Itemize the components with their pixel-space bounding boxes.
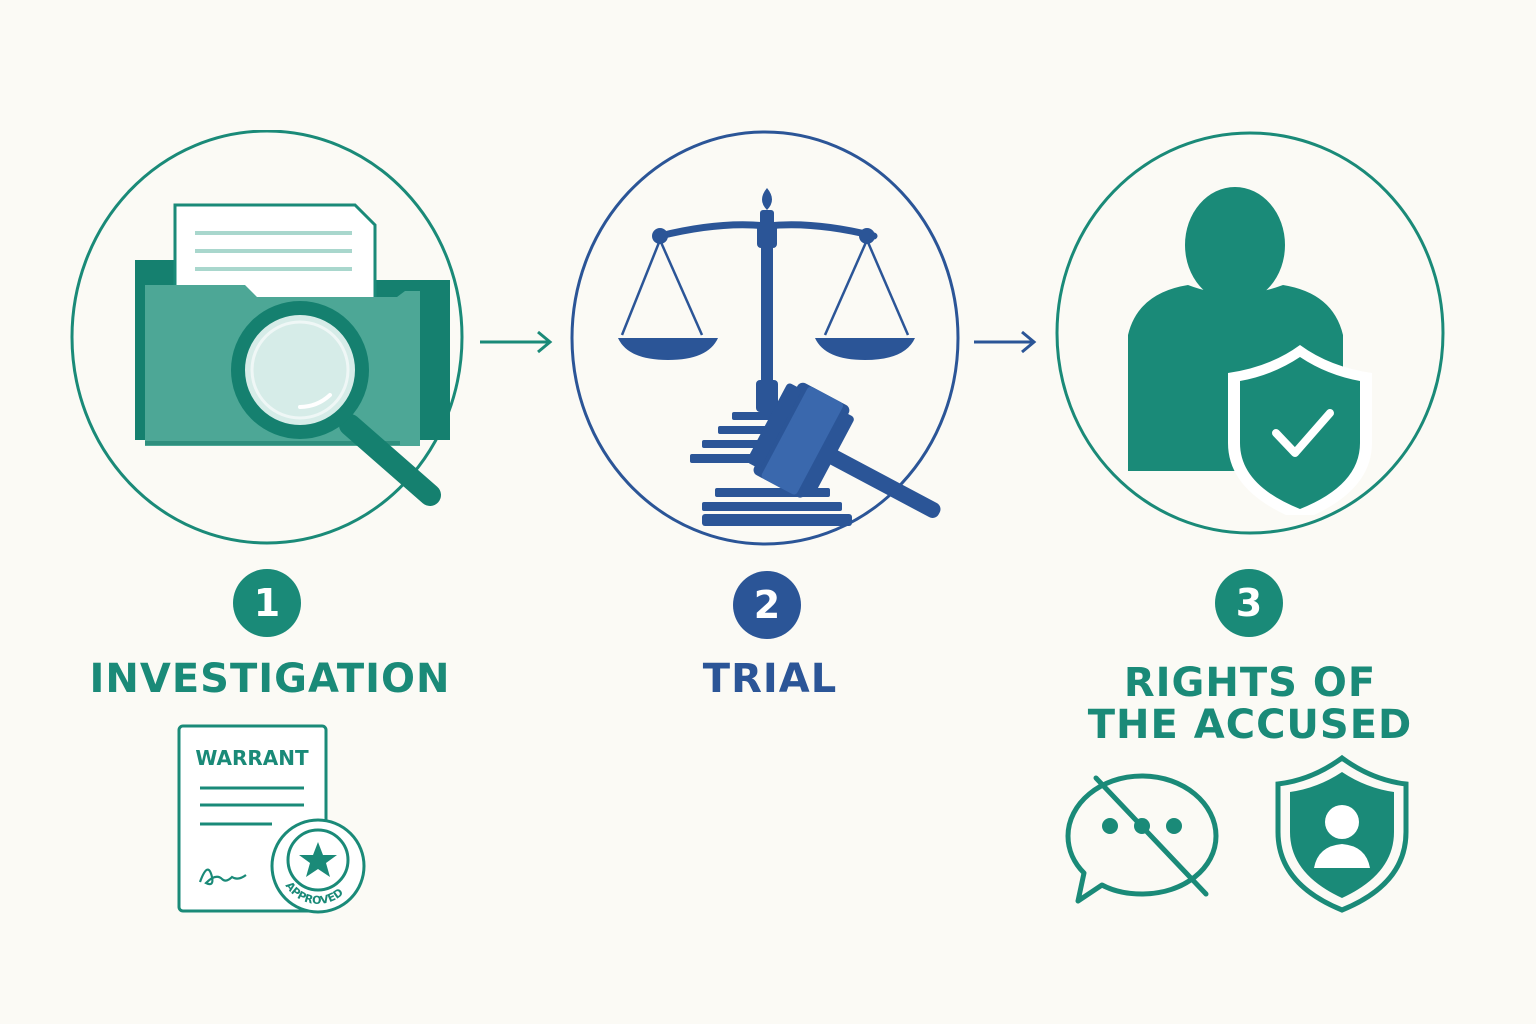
step-2-circle xyxy=(570,130,960,546)
warrant-document-icon: WARRANT APPROVED xyxy=(177,724,366,914)
shield-person-icon xyxy=(1275,754,1409,913)
step-2-number: 2 xyxy=(733,571,801,639)
arrow-icon xyxy=(974,330,1037,354)
step-3-label-line2: THE ACCUSED xyxy=(1087,702,1413,748)
step-2-label: TRIAL xyxy=(702,656,838,702)
folder-magnifier-icon xyxy=(135,203,450,506)
scales-gavel-icon xyxy=(618,188,941,526)
step-3-number: 3 xyxy=(1215,569,1283,637)
warrant-title: WARRANT xyxy=(195,746,309,770)
step-3-circle xyxy=(1055,131,1445,535)
step-1-circle xyxy=(70,130,464,545)
person-shield-icon xyxy=(1128,187,1372,515)
step-3-label-line1: RIGHTS OF xyxy=(1123,660,1377,706)
step-1-label: INVESTIGATION xyxy=(89,656,451,702)
step-1-number: 1 xyxy=(233,569,301,637)
arrow-icon xyxy=(480,330,553,354)
no-speech-icon xyxy=(1065,773,1219,904)
